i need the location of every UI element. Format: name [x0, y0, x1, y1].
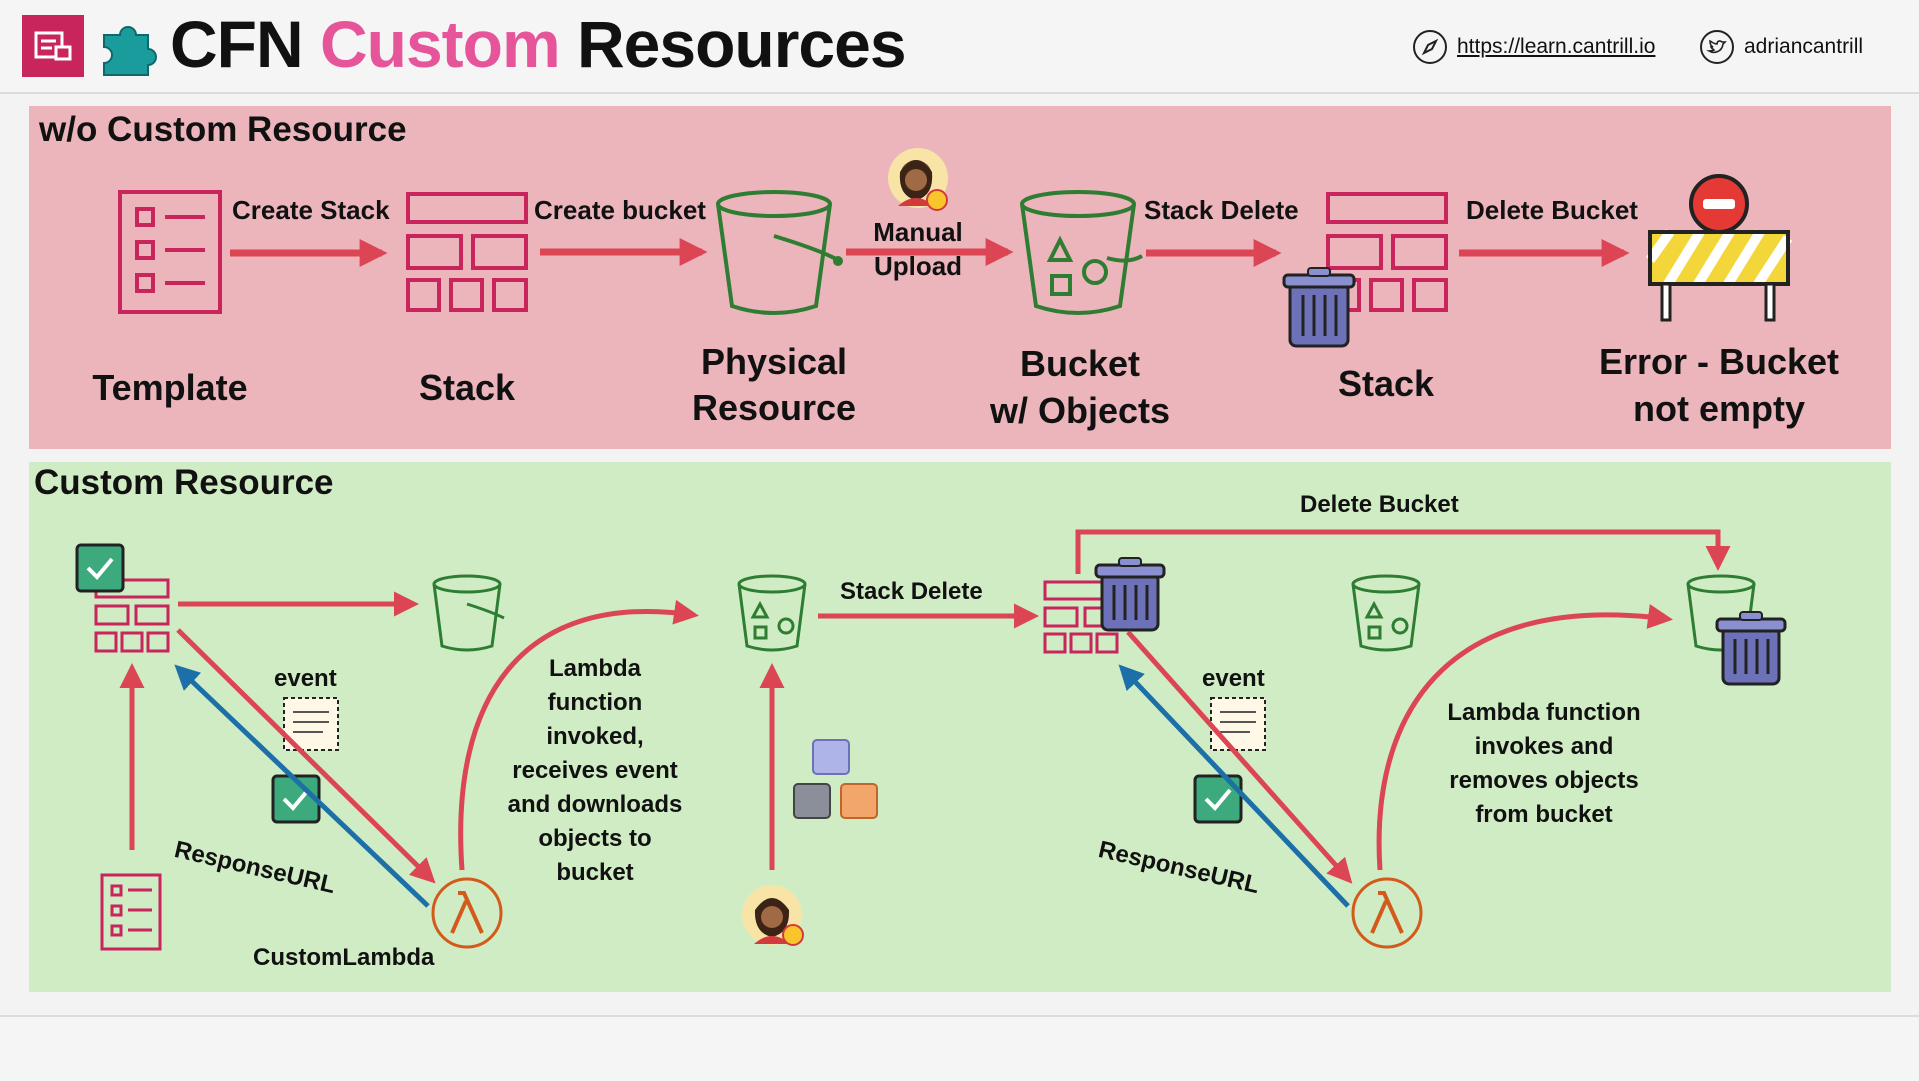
- arrow-delete-bucket: [1075, 529, 1731, 574]
- cat-image-icons: [793, 739, 878, 819]
- label-physical: Physical: [700, 341, 848, 382]
- s3-bucket-empty-icon: [432, 574, 505, 652]
- lambda-desc-line: removes objects: [1449, 767, 1639, 794]
- panel-without-custom-resource: [29, 106, 1891, 449]
- label-not-empty: not empty: [1632, 388, 1805, 429]
- label-stack: Stack: [418, 367, 516, 408]
- label-resource: Resource: [691, 387, 857, 428]
- footer-bar: [0, 1015, 1919, 1081]
- lambda-desc-line: objects to: [538, 825, 652, 852]
- response-check-icon-right: [1193, 774, 1243, 824]
- website-link[interactable]: https://learn.cantrill.io: [1413, 30, 1655, 64]
- trash-can-icon-bucket: [1715, 611, 1787, 686]
- user-avatar-icon: [888, 148, 948, 211]
- user-avatar-icon-bottom: [742, 885, 804, 946]
- lambda-description-left: Lambda function invoked, receives event …: [490, 652, 700, 890]
- lambda-desc-line: and downloads: [507, 791, 683, 818]
- event-document-icon: [283, 697, 339, 751]
- label-event-right: event: [1202, 665, 1265, 692]
- lambda-desc-line: bucket: [556, 859, 634, 886]
- arrow-response-left: [174, 664, 430, 908]
- arrow-stack-to-lambda-right: [1126, 630, 1353, 884]
- header-bar: CFN Custom Resources https://learn.cantr…: [0, 0, 1919, 94]
- page-title: CFN Custom Resources: [170, 7, 907, 81]
- label-event-left: event: [274, 665, 337, 692]
- twitter-link[interactable]: adriancantrill: [1700, 30, 1863, 64]
- event-document-icon-right: [1210, 697, 1266, 751]
- label-custom-lambda: CustomLambda: [253, 944, 435, 971]
- panel-title-without-custom-resource: w/o Custom Resource: [39, 110, 407, 149]
- label-with-objects: w/ Objects: [989, 390, 1171, 431]
- check-badge-icon: [75, 543, 125, 593]
- compass-icon: [1413, 30, 1447, 64]
- lambda-function-icon-right: [1351, 877, 1423, 949]
- arrow-lambda-to-bucket: [458, 599, 699, 871]
- lambda-desc-line: invokes and: [1474, 733, 1614, 760]
- trash-can-icon: [1282, 267, 1356, 348]
- panel-custom-resource: [29, 462, 1891, 992]
- twitter-handle: adriancantrill: [1744, 35, 1864, 58]
- cloudformation-logo-icon: [22, 15, 84, 77]
- stack-icon: [406, 192, 528, 312]
- lambda-desc-line: receives event: [512, 757, 678, 784]
- website-link-text[interactable]: https://learn.cantrill.io: [1457, 35, 1656, 58]
- twitter-bird-icon: [1700, 30, 1734, 64]
- label-stack-delete: Stack Delete: [1144, 195, 1299, 225]
- s3-bucket-with-objects-icon: [1020, 190, 1143, 315]
- lambda-desc-line: Lambda function: [1447, 699, 1641, 726]
- s3-bucket-objects-icon: [737, 574, 807, 652]
- label-delete-bucket-bottom: Delete Bucket: [1300, 491, 1459, 518]
- lambda-desc-line: from bucket: [1475, 801, 1613, 828]
- road-barrier-error-icon: [1645, 174, 1793, 322]
- label-create-bucket: Create bucket: [534, 195, 706, 225]
- arrow-response-right: [1118, 664, 1350, 908]
- label-bucket: Bucket: [1019, 343, 1141, 384]
- template-icon-small: [100, 873, 162, 951]
- label-manual-upload-1: Manual: [873, 217, 963, 247]
- label-delete-bucket: Delete Bucket: [1466, 195, 1638, 225]
- lambda-description-right: Lambda function invokes and removes obje…: [1420, 696, 1668, 832]
- puzzle-piece-icon: [100, 15, 162, 77]
- label-create-stack: Create Stack: [232, 195, 390, 225]
- label-template: Template: [92, 367, 248, 408]
- lambda-desc-line: Lambda: [548, 655, 641, 682]
- lambda-desc-line: invoked,: [546, 723, 644, 750]
- arrow-stack-to-lambda: [176, 628, 436, 884]
- trash-can-icon-stack: [1094, 557, 1166, 632]
- label-stack-2: Stack: [1337, 363, 1435, 404]
- label-manual-upload-2: Upload: [873, 251, 963, 281]
- s3-bucket-icon: [716, 190, 843, 315]
- label-stack-delete-bottom: Stack Delete: [840, 578, 983, 605]
- stack-icon-created: [94, 578, 170, 653]
- lambda-function-icon: [431, 877, 503, 949]
- arrow-lambda-to-bucket-right: [1376, 604, 1673, 871]
- label-error-bucket: Error - Bucket: [1598, 341, 1840, 382]
- panel-title-custom-resource: Custom Resource: [34, 463, 334, 502]
- lambda-desc-line: function: [547, 689, 643, 716]
- template-icon: [118, 190, 222, 314]
- s3-bucket-objects-icon-right: [1351, 574, 1421, 652]
